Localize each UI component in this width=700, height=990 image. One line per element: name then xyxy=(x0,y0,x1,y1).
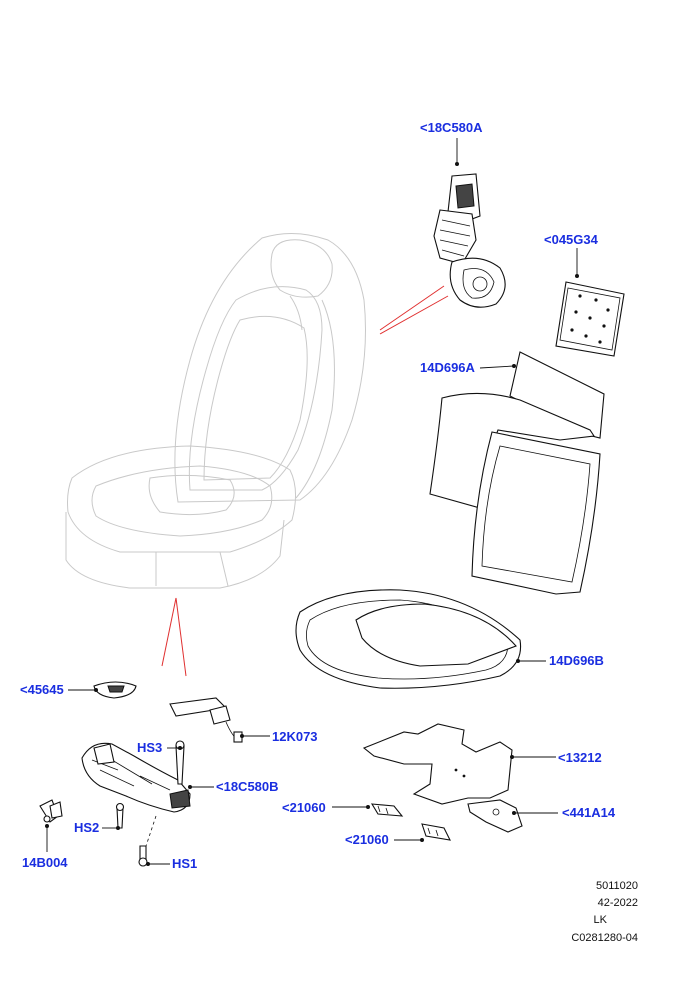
sensor-45645-part xyxy=(93,681,137,699)
module-045g34-part xyxy=(555,281,625,357)
callout-045g34: <045G34 xyxy=(544,232,598,247)
footer-line-2: 42-2022 xyxy=(597,897,638,909)
pointer-lines xyxy=(161,285,449,677)
bracket-441a14-part xyxy=(467,799,523,833)
callout-14d696b: 14D696B xyxy=(549,653,604,668)
leader-lines xyxy=(45,138,579,866)
callout-13212: <13212 xyxy=(558,750,602,765)
callout-45645: <45645 xyxy=(20,682,64,697)
clips-21060-part xyxy=(370,803,451,841)
callout-hs3: HS3 xyxy=(137,740,163,755)
footer-line-1: 5011020 xyxy=(595,880,638,892)
connector-12k073-part xyxy=(169,697,243,743)
upper-harness-part xyxy=(433,173,506,308)
callout-hs1: HS1 xyxy=(172,856,198,871)
cushion-heater-part xyxy=(295,589,522,689)
lower-harness-part xyxy=(81,742,191,813)
callout-14b004: 14B004 xyxy=(22,855,68,870)
callout-21060-b: <21060 xyxy=(345,832,389,847)
screws-part xyxy=(115,740,185,867)
callout-21060-a: <21060 xyxy=(282,800,326,815)
callout-12k073: 12K073 xyxy=(272,729,318,744)
callout-18c580a: <18C580A xyxy=(420,120,483,135)
callout-18c580b: <18C580B xyxy=(216,779,279,794)
seat-ghost-outline xyxy=(65,232,366,589)
bracket-14b004-part xyxy=(39,799,63,823)
footer-line-4: C0281280-04 xyxy=(571,932,638,944)
callout-hs2: HS2 xyxy=(74,820,100,835)
callout-14d696a: 14D696A xyxy=(420,360,475,375)
footer-line-3: LK xyxy=(593,914,607,926)
callout-441a14: <441A14 xyxy=(562,805,616,820)
pad-13212-part xyxy=(362,723,513,805)
back-heater-part xyxy=(429,351,605,595)
